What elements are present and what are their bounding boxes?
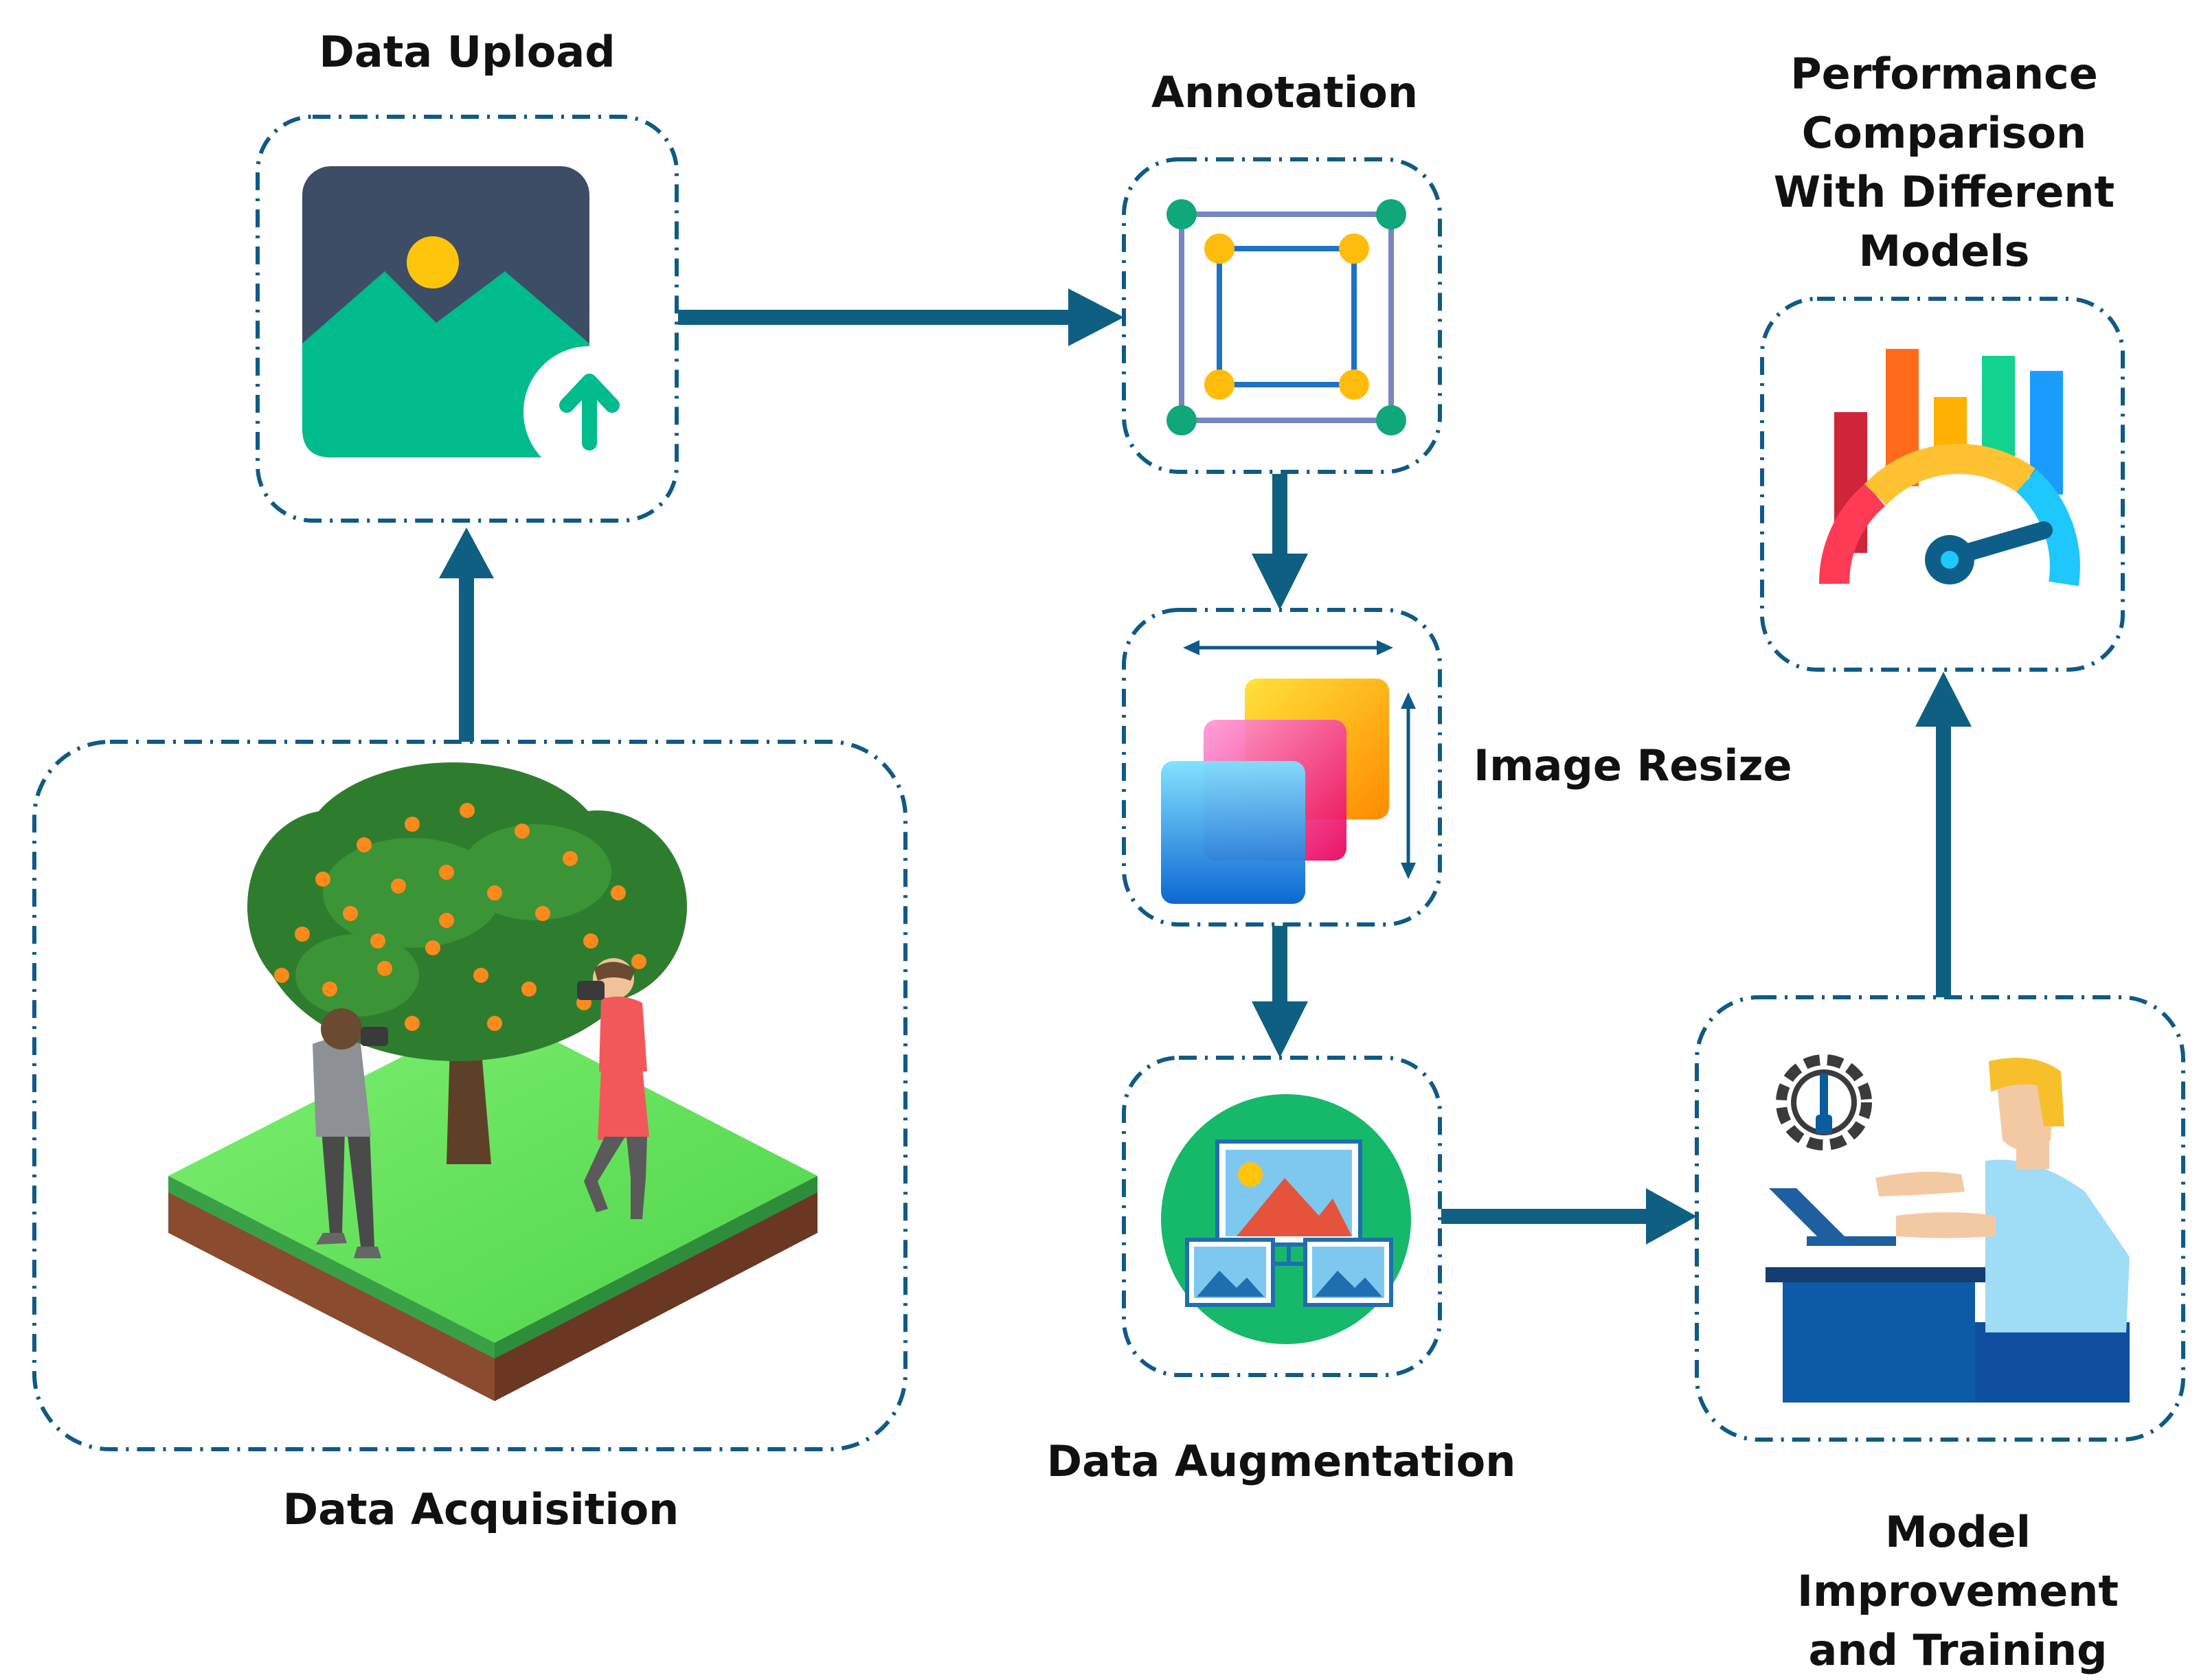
arrow-training-to-performance bbox=[1915, 672, 1972, 997]
performance-label: Performance Comparison With Different Mo… bbox=[1724, 45, 2164, 281]
performance-label-line1: Performance bbox=[1790, 49, 2098, 99]
performance-label-line2: Comparison bbox=[1801, 108, 2087, 158]
data-upload-label: Data Upload bbox=[319, 27, 616, 77]
bounding-box-icon bbox=[1166, 199, 1406, 435]
model-training-label: Model Improvement and Training bbox=[1717, 1503, 2198, 1680]
orchard-people-camera-icon bbox=[168, 762, 818, 1401]
arrow-annotation-to-resize bbox=[1252, 474, 1308, 610]
frame-data-augmentation bbox=[1122, 1056, 1442, 1377]
gauge-chart-icon bbox=[1818, 349, 2080, 587]
developer-training-icon bbox=[1766, 1054, 2130, 1403]
arrow-upload-to-annotation bbox=[678, 288, 1124, 346]
performance-label-line3: With Different bbox=[1773, 167, 2115, 217]
image-augmentation-icon bbox=[1161, 1094, 1411, 1344]
frame-annotation bbox=[1122, 157, 1442, 474]
frame-model-training bbox=[1695, 995, 2185, 1442]
arrow-acquisition-to-upload bbox=[439, 527, 494, 742]
resize-layers-icon bbox=[1161, 640, 1416, 904]
model-training-label-line1: Model Improvement bbox=[1796, 1507, 2119, 1616]
frame-performance bbox=[1760, 297, 2125, 672]
data-augmentation-label: Data Augmentation bbox=[1046, 1436, 1516, 1486]
arrow-resize-to-augmentation bbox=[1252, 926, 1308, 1058]
frame-data-upload bbox=[256, 115, 679, 523]
annotation-label: Annotation bbox=[1151, 67, 1418, 117]
image-resize-label: Image Resize bbox=[1474, 740, 1792, 791]
frame-image-resize bbox=[1122, 608, 1442, 927]
model-training-label-line2: and Training bbox=[1808, 1625, 2108, 1675]
image-upload-icon bbox=[302, 166, 655, 478]
data-acquisition-label: Data Acquisition bbox=[282, 1484, 679, 1534]
performance-label-line4: Models bbox=[1858, 226, 2030, 276]
arrow-augmentation-to-training bbox=[1441, 1188, 1697, 1245]
